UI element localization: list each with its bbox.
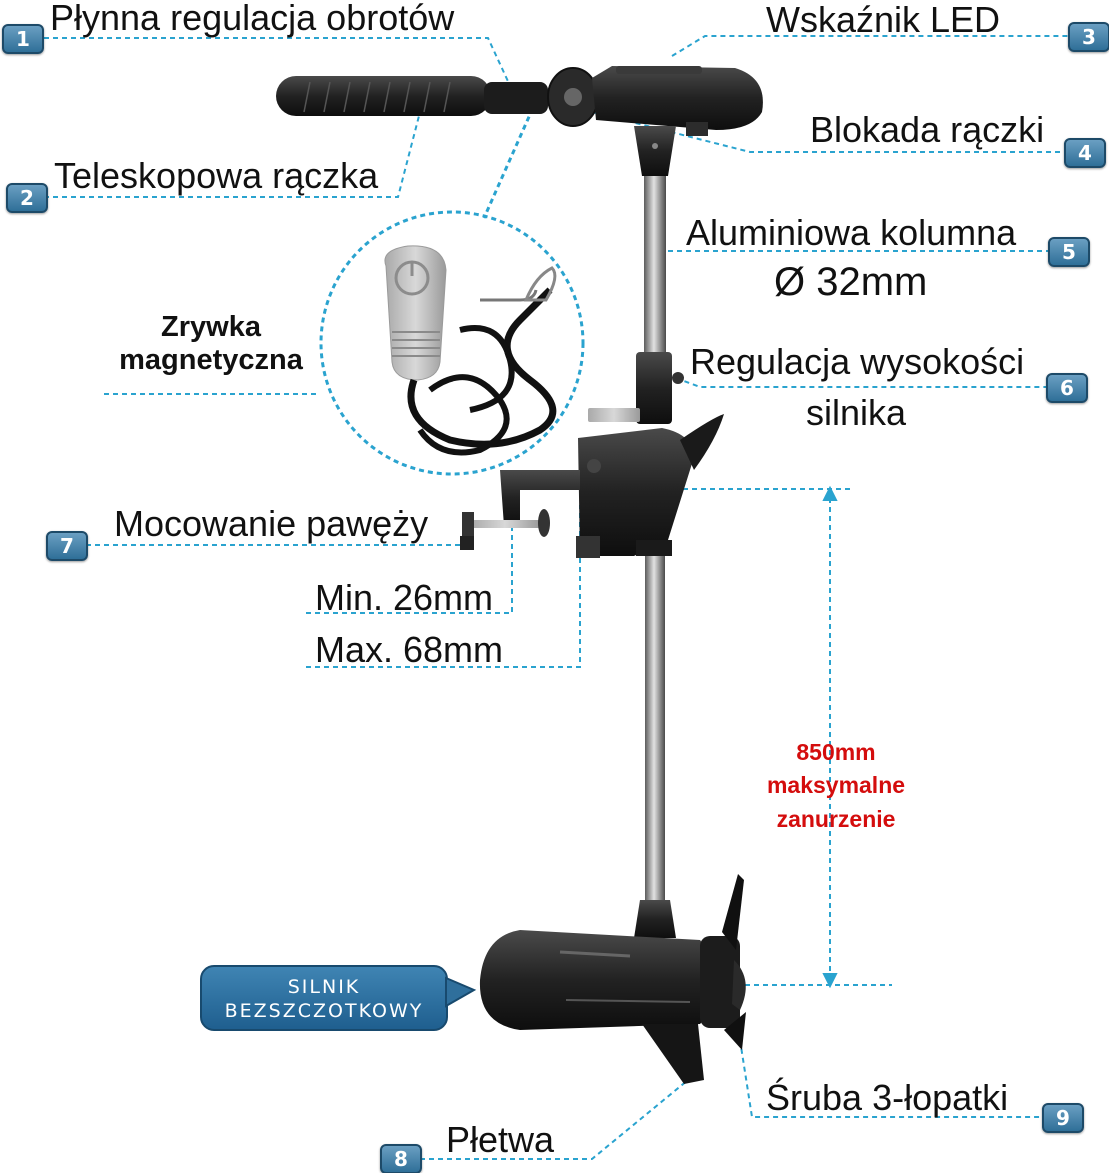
label-led-indicator: Wskaźnik LED bbox=[766, 0, 1001, 40]
leader-line-8 bbox=[420, 1079, 689, 1160]
label-height-adjust-2: silnika bbox=[806, 392, 907, 433]
label-min-clamp: Min. 26mm bbox=[315, 577, 494, 618]
kill-switch-circle bbox=[319, 210, 585, 476]
label-kill-switch-line2: magnetyczna bbox=[119, 344, 303, 377]
leader-line-1 bbox=[44, 37, 513, 91]
badge-3: 3 bbox=[1068, 22, 1109, 52]
label-telescopic-handle: Teleskopowa rączka bbox=[54, 155, 379, 196]
badge-7: 7 bbox=[46, 531, 88, 561]
label-propeller: Śruba 3-łopatki bbox=[766, 1077, 1009, 1118]
label-kill-switch-line1: Zrywka bbox=[161, 311, 261, 343]
badge-4: 4 bbox=[1064, 138, 1106, 168]
badge-9: 9 bbox=[1042, 1103, 1084, 1133]
leader-line-4 bbox=[591, 111, 1068, 153]
badge-2: 2 bbox=[6, 183, 48, 213]
shaft bbox=[588, 126, 684, 938]
label-max-clamp: Max. 68mm bbox=[315, 629, 504, 670]
label-fin: Płetwa bbox=[446, 1119, 555, 1160]
transom-mount bbox=[460, 414, 724, 558]
depth-arrow bbox=[822, 485, 838, 989]
label-aluminium-column: Aluminiowa kolumna bbox=[686, 212, 1017, 253]
label-max-depth-line2: maksymalne bbox=[766, 772, 906, 799]
label-max-depth: 850mm maksymalne zanurzenie bbox=[756, 736, 916, 836]
label-handle-lock: Blokada rączki bbox=[810, 109, 1045, 150]
leader-line-2 bbox=[44, 111, 421, 198]
brushless-motor-line1: SILNIK bbox=[287, 976, 361, 998]
label-kill-switch: Zrywka magnetyczna bbox=[104, 311, 318, 378]
badge-6: 6 bbox=[1046, 373, 1088, 403]
badge-5: 5 bbox=[1048, 237, 1090, 267]
leader-line-max bbox=[306, 505, 581, 668]
label-max-depth-line3: zanurzenie bbox=[776, 805, 896, 832]
leader-line-9 bbox=[739, 1039, 1042, 1118]
lower-unit bbox=[479, 874, 746, 1084]
label-column-diameter: Ø 32mm bbox=[774, 260, 928, 304]
label-speed-control: Płynna regulacja obrotów bbox=[50, 0, 455, 38]
tiller-handle bbox=[276, 66, 763, 136]
leader-line-3 bbox=[671, 35, 1072, 57]
brushless-motor-line2: BEZSZCZOTKOWY bbox=[224, 1000, 424, 1022]
brushless-motor-callout: SILNIK BEZSZCZOTKOWY bbox=[200, 965, 448, 1031]
kill-switch-art bbox=[384, 245, 557, 456]
label-max-depth-value: 850mm bbox=[796, 739, 876, 765]
label-transom-mount: Mocowanie pawęży bbox=[114, 503, 429, 544]
badge-1: 1 bbox=[2, 24, 44, 54]
callout-tail bbox=[445, 976, 477, 1008]
label-height-adjust: Regulacja wysokości bbox=[690, 341, 1025, 382]
badge-8: 8 bbox=[380, 1144, 422, 1173]
leader-line-min bbox=[306, 525, 513, 614]
